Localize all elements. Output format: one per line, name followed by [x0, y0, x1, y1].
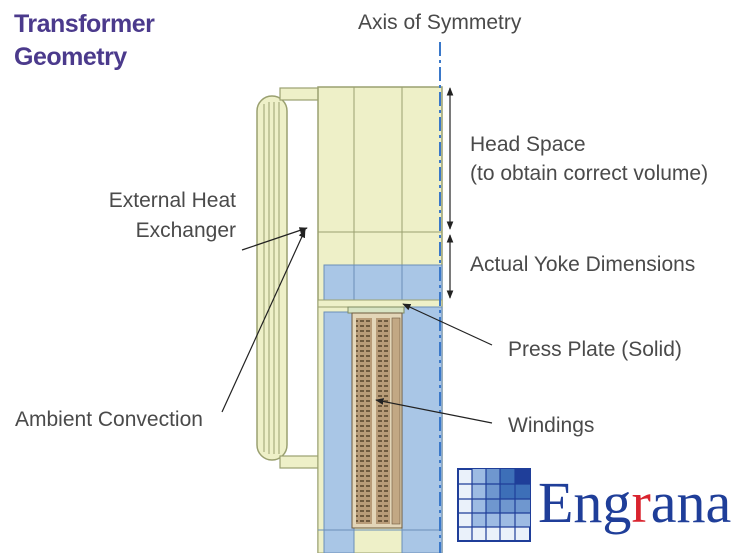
logo-text-part-3: ana: [650, 470, 732, 535]
diagram-title: Transformer Geometry: [14, 8, 155, 74]
title-line-1: Transformer: [14, 10, 155, 38]
press-plate-label: Press Plate (Solid): [508, 338, 682, 361]
yoke-label: Actual Yoke Dimensions: [470, 253, 696, 276]
engrana-logo-text: Engrana: [538, 468, 731, 538]
heat-exchanger-label-1: External Heat: [108, 189, 236, 212]
windings-leader: [375, 398, 493, 424]
press-plate: [347, 306, 405, 314]
ambient-convection-label: Ambient Convection: [15, 408, 203, 431]
windings: [351, 312, 403, 529]
external-heat-exchanger: [256, 87, 321, 469]
engrana-logo-grid-icon: [457, 468, 531, 542]
logo-text-part-1: Eng: [538, 470, 632, 535]
logo-text-part-2: r: [631, 470, 651, 535]
axis-of-symmetry-label: Axis of Symmetry: [358, 11, 522, 34]
head-space-label: Head Space: [470, 133, 586, 156]
press-plate-leader: [402, 303, 493, 346]
heat-exchanger-leader: [241, 227, 308, 251]
head-space-note: (to obtain correct volume): [470, 162, 709, 185]
ambient-convection-leader: [221, 229, 306, 413]
title-line-2: Geometry: [14, 43, 127, 71]
heat-exchanger-label-2: Exchanger: [135, 219, 236, 242]
windings-label: Windings: [508, 414, 595, 437]
